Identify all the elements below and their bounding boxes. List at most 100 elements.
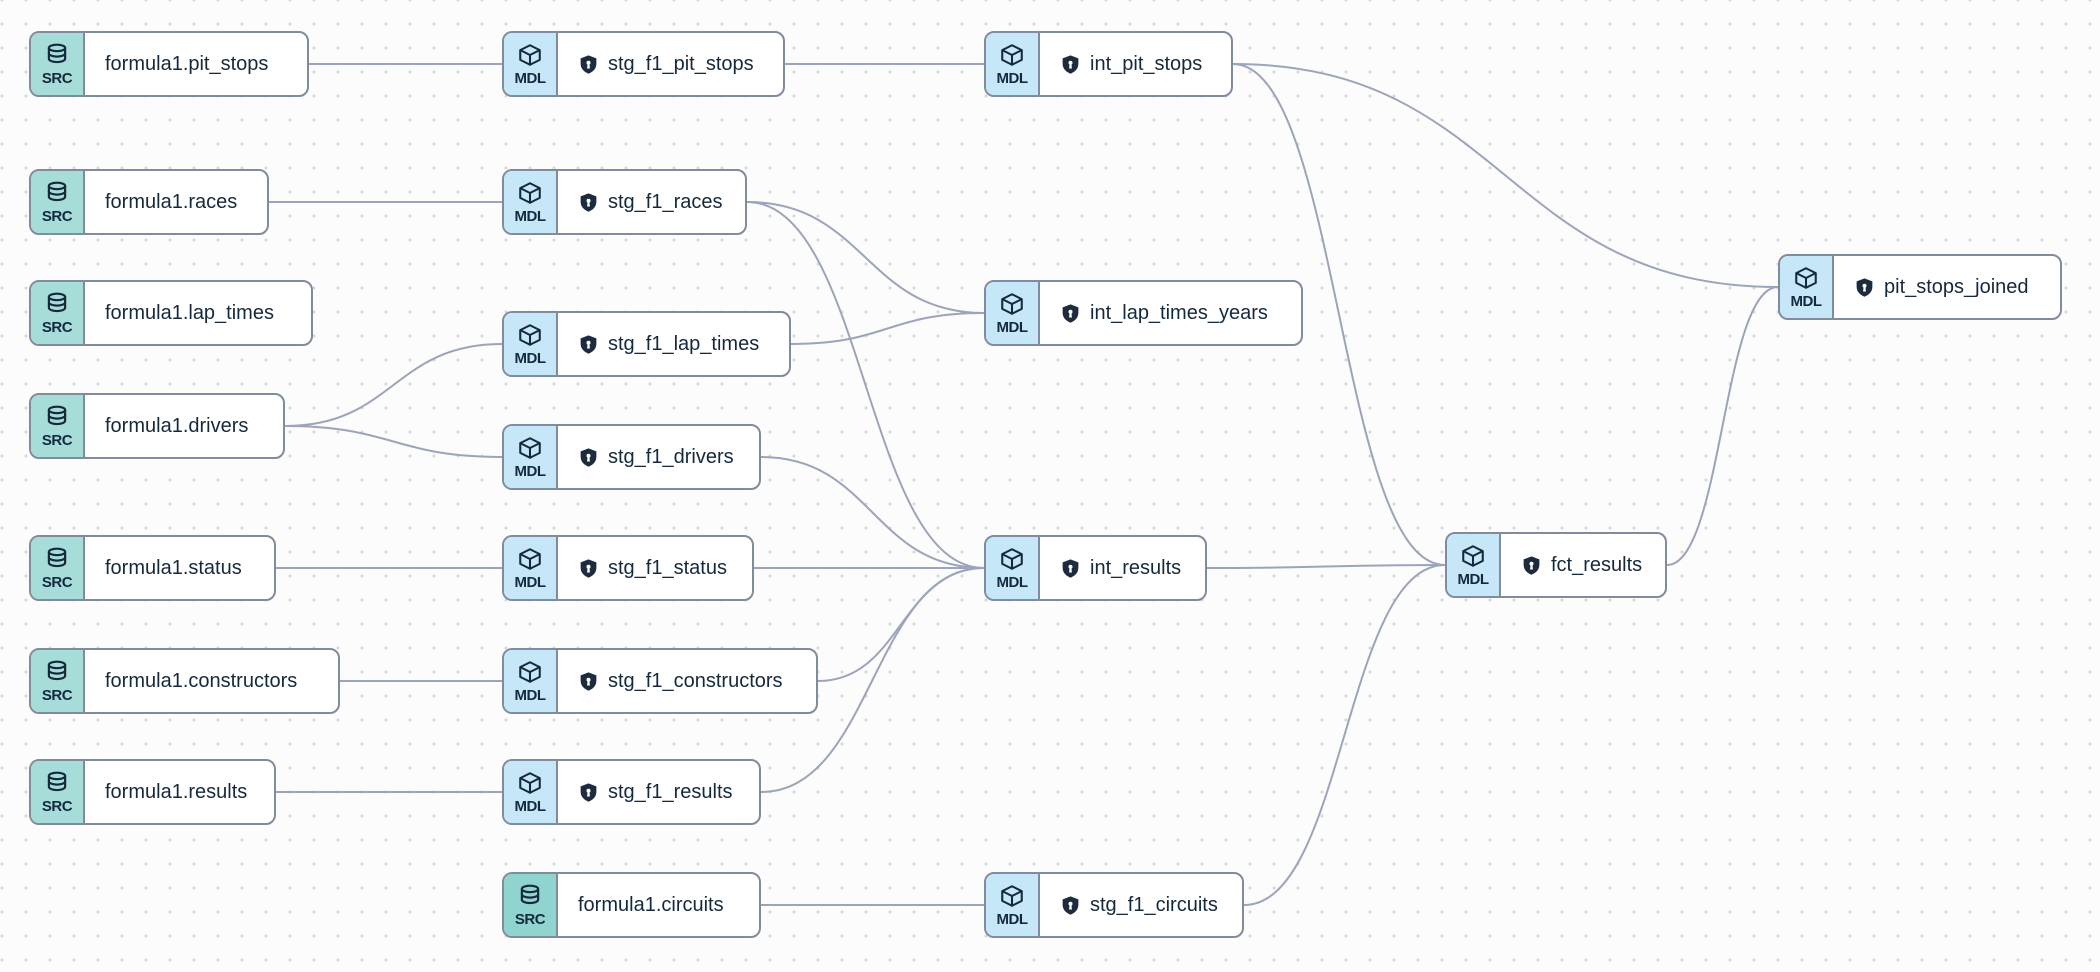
- database-icon: [47, 181, 67, 202]
- node-title: stg_f1_circuits: [1090, 893, 1218, 916]
- node-label: formula1.results: [85, 761, 274, 823]
- database-icon: [47, 405, 67, 426]
- badge-label: MDL: [1790, 293, 1823, 310]
- shield-lock-icon: [1523, 555, 1540, 575]
- node-label: stg_f1_results: [558, 761, 759, 823]
- edge-src_drivers-to-stg_f1_lap_times: [284, 343, 503, 427]
- badge-label: SRC: [41, 687, 73, 704]
- cube-icon: [519, 437, 541, 459]
- node-int_pit_stops[interactable]: MDL int_pit_stops: [984, 31, 1233, 97]
- node-title: int_lap_times_years: [1090, 301, 1268, 324]
- node-label: int_results: [1040, 537, 1205, 599]
- node-title: formula1.races: [105, 190, 238, 213]
- node-label: int_pit_stops: [1040, 33, 1231, 95]
- edge-stg_f1_circuits-to-fct_results: [1243, 564, 1446, 906]
- model-type-badge: MDL: [986, 282, 1040, 344]
- node-title: stg_f1_results: [608, 780, 733, 803]
- node-int_lap_times_years[interactable]: MDL int_lap_times_years: [984, 280, 1303, 346]
- node-title: formula1.status: [105, 556, 242, 579]
- badge-label: MDL: [1457, 571, 1490, 588]
- cube-icon: [1001, 293, 1023, 315]
- node-title: formula1.pit_stops: [105, 52, 269, 75]
- node-label: int_lap_times_years: [1040, 282, 1301, 344]
- node-src_pit_stops[interactable]: SRC formula1.pit_stops: [29, 31, 309, 97]
- badge-label: SRC: [41, 319, 73, 336]
- edge-stg_f1_lap_times-to-int_lap_times_years: [790, 312, 985, 345]
- model-type-badge: MDL: [504, 33, 558, 95]
- node-stg_f1_races[interactable]: MDL stg_f1_races: [502, 169, 747, 235]
- node-title: int_pit_stops: [1090, 52, 1203, 75]
- source-type-badge: SRC: [31, 650, 85, 712]
- model-type-badge: MDL: [986, 33, 1040, 95]
- node-label: formula1.status: [85, 537, 274, 599]
- node-src_results[interactable]: SRC formula1.results: [29, 759, 276, 825]
- badge-label: MDL: [996, 574, 1029, 591]
- node-label: formula1.lap_times: [85, 282, 311, 344]
- database-icon: [47, 292, 67, 313]
- database-icon: [47, 660, 67, 681]
- edge-stg_f1_races-to-int_results: [746, 201, 985, 569]
- node-src_constructors[interactable]: SRC formula1.constructors: [29, 648, 340, 714]
- node-stg_f1_results[interactable]: MDL stg_f1_results: [502, 759, 761, 825]
- node-label: stg_f1_drivers: [558, 426, 759, 488]
- badge-label: MDL: [514, 70, 547, 87]
- badge-label: MDL: [514, 350, 547, 367]
- edge-stg_f1_results-to-int_results: [760, 567, 985, 793]
- shield-lock-icon: [1856, 277, 1873, 297]
- node-src_status[interactable]: SRC formula1.status: [29, 535, 276, 601]
- node-title: formula1.circuits: [578, 893, 724, 916]
- source-type-badge: SRC: [31, 395, 85, 457]
- node-label: stg_f1_constructors: [558, 650, 816, 712]
- shield-lock-icon: [580, 54, 597, 74]
- node-src_drivers[interactable]: SRC formula1.drivers: [29, 393, 285, 459]
- badge-label: MDL: [514, 798, 547, 815]
- node-label: formula1.drivers: [85, 395, 283, 457]
- cube-icon: [1001, 885, 1023, 907]
- cube-icon: [519, 548, 541, 570]
- badge-label: MDL: [996, 911, 1029, 928]
- node-label: formula1.constructors: [85, 650, 338, 712]
- badge-label: SRC: [41, 432, 73, 449]
- cube-icon: [519, 324, 541, 346]
- shield-lock-icon: [1062, 558, 1079, 578]
- node-src_races[interactable]: SRC formula1.races: [29, 169, 269, 235]
- node-label: formula1.circuits: [558, 874, 759, 936]
- shield-lock-icon: [580, 671, 597, 691]
- source-type-badge: SRC: [31, 282, 85, 344]
- shield-lock-icon: [580, 447, 597, 467]
- badge-label: SRC: [41, 798, 73, 815]
- badge-label: MDL: [996, 319, 1029, 336]
- node-label: stg_f1_status: [558, 537, 752, 599]
- badge-label: SRC: [41, 70, 73, 87]
- edge-int_results-to-fct_results: [1206, 564, 1446, 569]
- model-type-badge: MDL: [504, 761, 558, 823]
- node-src_lap_times[interactable]: SRC formula1.lap_times: [29, 280, 313, 346]
- database-icon: [47, 547, 67, 568]
- cube-icon: [519, 772, 541, 794]
- node-title: formula1.results: [105, 780, 248, 803]
- cube-icon: [1462, 545, 1484, 567]
- badge-label: SRC: [41, 574, 73, 591]
- edge-stg_f1_drivers-to-int_results: [760, 456, 985, 569]
- shield-lock-icon: [1062, 303, 1079, 323]
- node-stg_f1_circuits[interactable]: MDL stg_f1_circuits: [984, 872, 1244, 938]
- cube-icon: [519, 182, 541, 204]
- cube-icon: [1795, 267, 1817, 289]
- edge-int_pit_stops-to-fct_results: [1232, 63, 1446, 566]
- badge-label: MDL: [514, 208, 547, 225]
- model-type-badge: MDL: [504, 171, 558, 233]
- shield-lock-icon: [1062, 895, 1079, 915]
- node-label: stg_f1_races: [558, 171, 745, 233]
- node-int_results[interactable]: MDL int_results: [984, 535, 1207, 601]
- badge-label: SRC: [41, 208, 73, 225]
- shield-lock-icon: [1062, 54, 1079, 74]
